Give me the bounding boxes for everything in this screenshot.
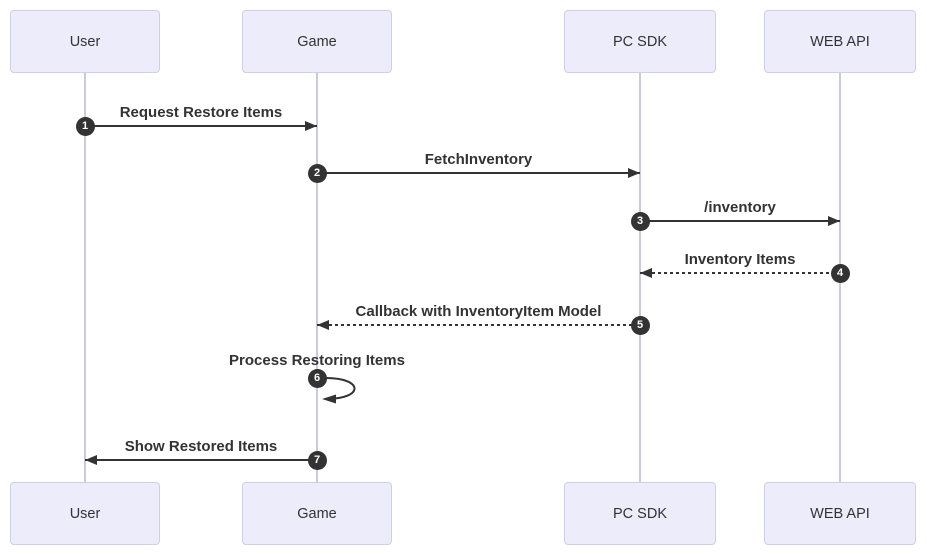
message-label: /inventory — [704, 199, 776, 216]
message-label: Process Restoring Items — [229, 352, 405, 369]
actor-box-bottom-user: User — [10, 482, 160, 545]
lifeline-user — [84, 73, 86, 482]
sequence-number-badge: 4 — [830, 263, 850, 283]
message-arrowhead-4 — [640, 267, 652, 278]
message-line-7 — [85, 459, 317, 461]
message-line-1 — [85, 125, 317, 127]
message-arrowhead-1 — [305, 120, 317, 131]
message-line-3 — [640, 220, 840, 222]
actor-label: PC SDK — [613, 505, 667, 522]
actor-label: WEB API — [810, 505, 870, 522]
self-loop-arrow — [300, 368, 380, 412]
message-arrowhead-7 — [85, 454, 97, 465]
lifeline-game — [316, 73, 318, 482]
actor-label: Game — [297, 33, 337, 50]
message-label: Show Restored Items — [124, 438, 278, 455]
actor-label: PC SDK — [613, 33, 667, 50]
sequence-number-badge: 1 — [75, 116, 95, 136]
sequence-number-badge: 5 — [630, 315, 650, 335]
actor-box-bottom-web-api: WEB API — [764, 482, 916, 545]
sequence-number-badge: 6 — [307, 368, 327, 388]
actor-label: User — [69, 33, 101, 50]
message-arrowhead-2 — [628, 167, 640, 178]
message-line-2 — [317, 172, 640, 174]
message-label: Callback with InventoryItem Model — [355, 303, 602, 320]
actor-label: WEB API — [810, 33, 870, 50]
sequence-number-badge: 2 — [307, 163, 327, 183]
message-line-5 — [317, 324, 640, 326]
actor-label: User — [69, 505, 101, 522]
actor-box-top-user: User — [10, 10, 160, 73]
message-arrowhead-3 — [828, 215, 840, 226]
message-line-4 — [640, 272, 840, 274]
actor-box-bottom-game: Game — [242, 482, 392, 545]
message-label: Request Restore Items — [119, 104, 283, 121]
message-label: Inventory Items — [684, 251, 796, 268]
actor-box-top-web-api: WEB API — [764, 10, 916, 73]
actor-box-bottom-pc-sdk: PC SDK — [564, 482, 716, 545]
actor-box-top-pc-sdk: PC SDK — [564, 10, 716, 73]
actor-label: Game — [297, 505, 337, 522]
sequence-number-badge: 7 — [307, 450, 327, 470]
message-arrowhead-5 — [317, 319, 329, 330]
lifeline-pc-sdk — [639, 73, 641, 482]
message-label: FetchInventory — [424, 151, 533, 168]
actor-box-top-game: Game — [242, 10, 392, 73]
sequence-number-badge: 3 — [630, 211, 650, 231]
